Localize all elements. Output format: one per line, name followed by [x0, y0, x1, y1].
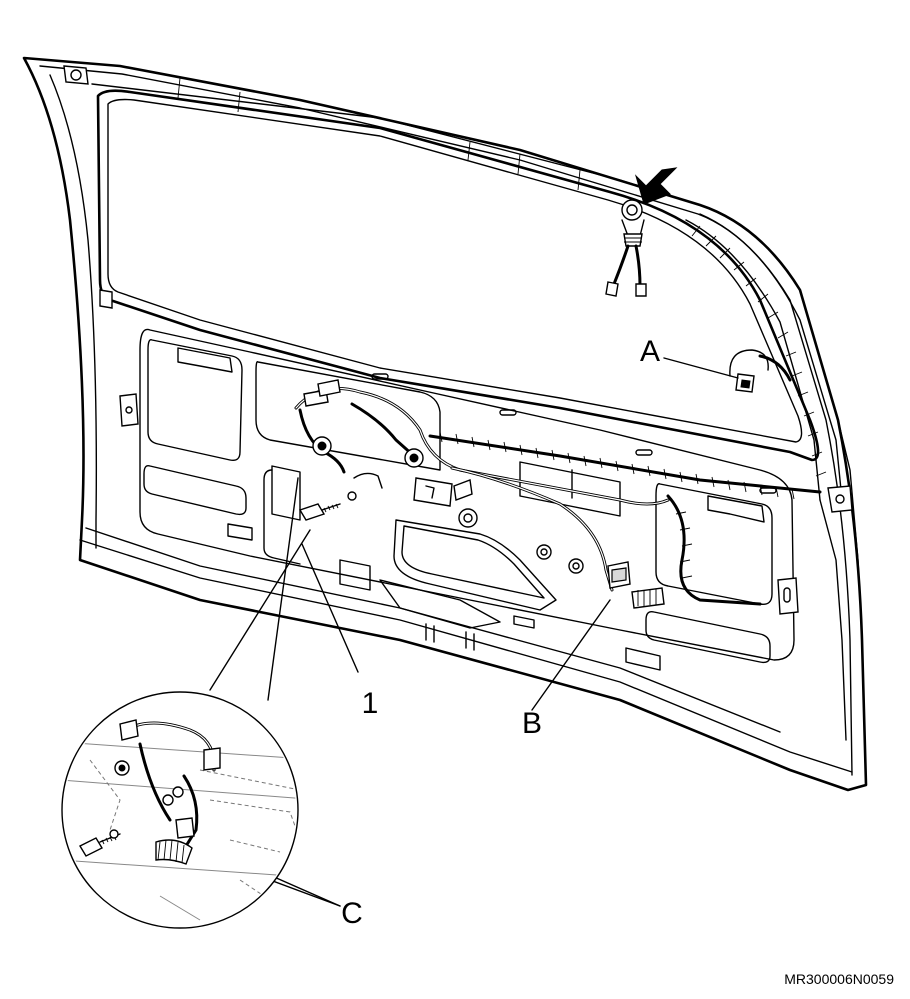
upper-grommet	[605, 199, 647, 297]
wiring-harness	[294, 379, 822, 609]
callout-c: C	[341, 897, 363, 930]
reference-code: MR300006N0059	[784, 971, 894, 987]
callout-b: B	[521, 707, 543, 740]
inner-panel	[119, 328, 799, 671]
connector-a	[729, 349, 792, 393]
glass-opening	[91, 77, 853, 513]
tailgate-outline	[22, 56, 868, 792]
detail-view	[61, 691, 299, 929]
callout-a: A	[639, 335, 661, 368]
pointer-arrow	[634, 167, 678, 205]
callout-1: 1	[361, 687, 379, 720]
